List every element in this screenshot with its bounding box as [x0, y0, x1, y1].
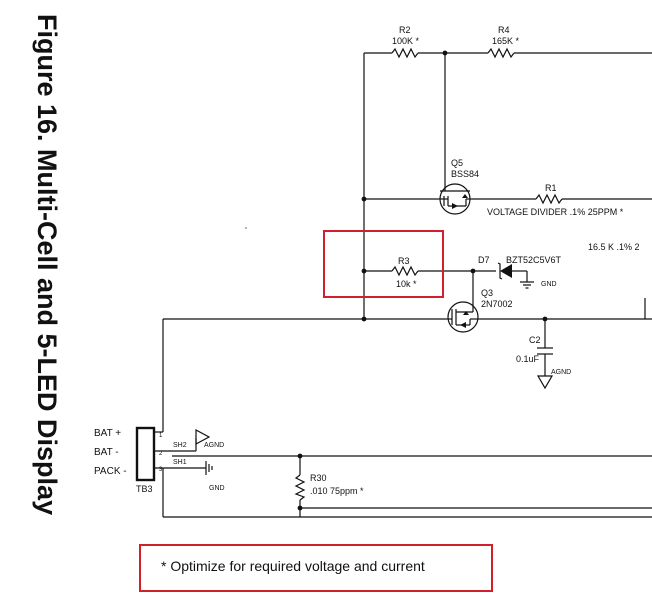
r4-ref: R4 — [498, 25, 510, 35]
r1-desc: VOLTAGE DIVIDER .1% 25PPM * — [487, 207, 624, 217]
tb3-ref: TB3 — [136, 484, 153, 494]
r30-value: .010 75ppm * — [310, 486, 364, 496]
tb3-pin-pack-minus: PACK - — [94, 466, 127, 477]
agnd-label-sh2: AGND — [204, 442, 224, 449]
gnd-symbol-d7: GND — [520, 281, 557, 289]
figure-title: Figure 16. Multi-Cell and 5-LED Display — [32, 14, 62, 515]
transistor-q5: Q5 BSS84 — [438, 158, 479, 215]
capacitor-c2: C2 0.1uF — [516, 335, 553, 364]
zener-d7: D7 BZT52C5V6T — [478, 255, 562, 280]
r3-highlight-box — [323, 230, 444, 298]
optimize-note: * Optimize for required voltage and curr… — [139, 544, 493, 592]
r3-value: 10k * — [396, 279, 417, 289]
gnd-label-sh1: GND — [209, 485, 225, 492]
r1-ref: R1 — [545, 183, 557, 193]
tb3-pin-bat-plus: BAT + — [94, 428, 121, 439]
sh1-label: SH1 — [173, 459, 187, 466]
agnd-label-c2: AGND — [551, 369, 571, 376]
d7-ref: D7 — [478, 255, 490, 265]
q3-part: 2N7002 — [481, 299, 513, 309]
resistor-r1: R1 VOLTAGE DIVIDER .1% 25PPM * 16.5 K .1… — [487, 183, 640, 252]
resistor-r4: R4 165K * — [487, 25, 520, 59]
gnd-label-d7: GND — [541, 281, 557, 288]
junction-dots — [297, 50, 548, 511]
q3-ref: Q3 — [481, 288, 493, 298]
c2-ref: C2 — [529, 335, 541, 345]
resistor-r30: R30 .010 75ppm * — [294, 473, 364, 501]
r3-ref: R3 — [398, 256, 410, 266]
tb3-pin-num-1: 1 — [159, 433, 163, 439]
r2-value: 100K * — [392, 36, 420, 46]
tb3-pin-bat-minus: BAT - — [94, 447, 119, 458]
wires — [150, 52, 652, 518]
r4-value: 165K * — [492, 36, 520, 46]
q5-ref: Q5 — [451, 158, 463, 168]
r2-ref: R2 — [399, 25, 411, 35]
sh2-agnd: SH2 AGND — [173, 428, 224, 449]
tb3-pin-num-2: 2 — [159, 451, 163, 457]
tb3-pin-num-3: 3 — [159, 467, 163, 473]
resistor-r3: R3 10k * — [391, 256, 419, 289]
note-text: * Optimize for required voltage and curr… — [161, 558, 425, 574]
sh2-label: SH2 — [173, 442, 187, 449]
c2-value: 0.1uF — [516, 354, 540, 364]
resistor-r2: R2 100K * — [391, 25, 420, 59]
terminal-block-tb3: BAT + BAT - PACK - 1 2 3 TB3 — [94, 426, 163, 494]
d7-part: BZT52C5V6T — [506, 255, 562, 265]
q5-part: BSS84 — [451, 169, 479, 179]
r1-extra: 16.5 K .1% 2 — [588, 242, 640, 252]
transistor-q3: Q3 2N7002 — [446, 288, 513, 333]
r30-ref: R30 — [310, 473, 327, 483]
sh1-gnd: SH1 GND — [173, 459, 225, 492]
agnd-symbol-c2: AGND — [536, 369, 571, 390]
